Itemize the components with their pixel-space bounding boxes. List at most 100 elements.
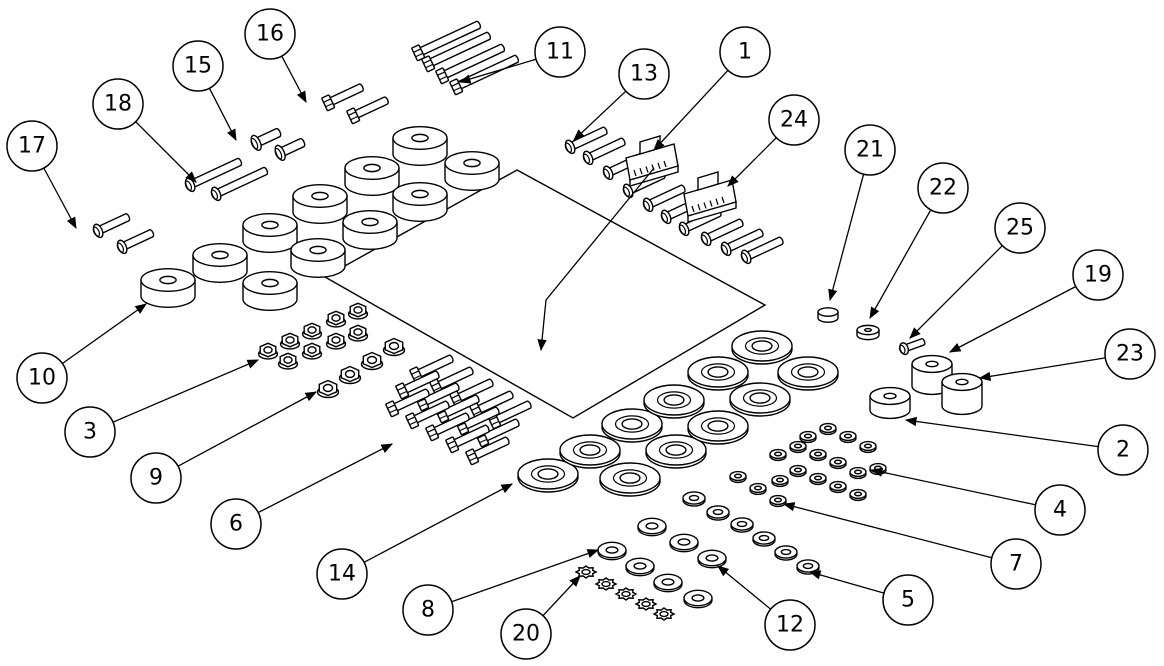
balloon-circle-13 [618, 48, 670, 100]
bushing-8 [392, 181, 448, 223]
balloon-label-2: 2 [1116, 438, 1130, 463]
balloon-3: 3 [64, 406, 116, 458]
large-washer-7 [687, 356, 749, 391]
balloon-circle-6 [210, 498, 262, 550]
long-pin-2-head-face [210, 189, 219, 200]
short-hex-bolt-2-shank [353, 96, 389, 120]
hex-bolt-4-facet2 [489, 416, 498, 421]
balloon-label-23: 23 [1116, 342, 1144, 367]
balloon-5: 5 [882, 574, 934, 626]
bracket-1-base [629, 165, 679, 187]
small-washer-1 [625, 557, 655, 577]
balloon-circle-17 [6, 120, 58, 172]
lock-washer-14-hole [873, 465, 883, 471]
balloon-circle-24 [768, 94, 820, 146]
flat-washer-3-hole [758, 534, 770, 542]
nylock-nut-1 [338, 365, 362, 385]
flange-nut-7 [325, 332, 347, 350]
pin-3-head-face [622, 186, 631, 197]
flange-nut-7-hole [331, 336, 341, 344]
balloon-20: 20 [500, 608, 552, 660]
leader-4 [870, 467, 1036, 506]
lock-washer-4 [769, 448, 787, 462]
balloon-circle-1 [719, 26, 771, 78]
balloon-label-20: 20 [512, 622, 540, 647]
flange-nut-8 [347, 324, 369, 342]
hex-bolt-3-facet1 [473, 410, 482, 416]
bushing-5-hole [311, 191, 329, 201]
long-bolt-1-facet1 [425, 63, 434, 69]
lock-washer-6 [809, 448, 827, 462]
long-bolt-3-shank [456, 54, 520, 91]
bushing-4 [290, 237, 346, 279]
large-washer-4 [643, 384, 705, 419]
large-washer-5-ring [658, 441, 694, 459]
pin-7 [700, 218, 744, 247]
hex-bolt-1-shank [436, 366, 474, 391]
leader-12 [717, 565, 772, 610]
long-bolt-0 [411, 20, 482, 62]
balloon-15: 15 [172, 40, 224, 92]
small-washer-1-hole [633, 562, 647, 570]
balloons-layer: 1234567891011121314151617181920212223242… [6, 8, 1156, 660]
large-washer-3-hole [621, 418, 643, 430]
pin-5-head-face [660, 212, 669, 223]
pin-0-shank [570, 126, 608, 151]
short-pin-2-shank [122, 229, 155, 251]
nylock-nut-1-hole [344, 369, 356, 379]
lock-washer-3 [859, 440, 877, 454]
parts-layer [92, 20, 983, 621]
large-washer-10-hole [797, 366, 819, 378]
hex-bolt-12-facet1 [429, 432, 438, 438]
bushing-2-hole [261, 278, 279, 288]
long-bolt-2-head [435, 67, 450, 85]
balloon-9: 9 [130, 452, 182, 504]
bushing-1-hole [211, 250, 229, 260]
lock-washer-0-hole [803, 433, 813, 439]
pin-9-shank [746, 236, 784, 261]
lock-washer-13 [771, 474, 789, 488]
split-washer-2-hole [773, 497, 783, 503]
large-washer-9 [731, 330, 793, 365]
hex-bolt-5-head [395, 382, 410, 400]
short-pin-1-shank [98, 213, 131, 235]
small-washer-2-hole [661, 578, 675, 586]
hex-bolt-7-facet1 [439, 414, 448, 420]
lock-washer-12-hole [853, 491, 863, 497]
bracket-1-slot [645, 166, 649, 173]
bushing-9-hole [411, 133, 429, 143]
bushing-0 [140, 267, 196, 309]
bushing-3 [242, 212, 298, 254]
leader-2 [904, 416, 1099, 448]
bushing-9 [392, 125, 448, 167]
bushing-8-hole [411, 189, 429, 199]
large-washer-2-ring [612, 469, 648, 487]
hex-bolt-2-facet1 [453, 398, 462, 404]
balloon-label-19: 19 [1084, 263, 1112, 288]
hex-bolt-13-head [445, 436, 460, 454]
hex-bolt-0-facet2 [411, 370, 420, 375]
hex-bolt-13 [445, 424, 490, 454]
large-washer-5 [645, 434, 707, 469]
lock-washer-3-hole [863, 443, 873, 449]
bracket-24-slot [691, 205, 695, 213]
star-washer-4-hole [659, 610, 669, 618]
pin-0-head-face [564, 142, 573, 153]
balloon-circle-10 [16, 352, 68, 404]
flange-nut-3-hole [331, 314, 341, 322]
lock-washer-9-hole [793, 467, 803, 473]
bushing-10 [444, 150, 500, 192]
bracket-24-tab [697, 171, 719, 191]
large-washer-10-ring [790, 363, 826, 381]
nylock-nut-2-hole [366, 355, 378, 365]
flat-washer-5 [796, 559, 820, 575]
hex-bolt-12-shank [432, 412, 470, 437]
short-hex-bolt-2-head [346, 107, 361, 125]
leader-13 [573, 90, 627, 141]
lock-washer-7 [829, 456, 847, 470]
long-bolt-0-facet1 [415, 52, 424, 58]
hex-bolt-14-facet2 [467, 452, 476, 457]
leader-18 [135, 121, 197, 183]
bracket-1-slot [663, 160, 667, 168]
hex-bolt-4-facet1 [491, 420, 500, 426]
